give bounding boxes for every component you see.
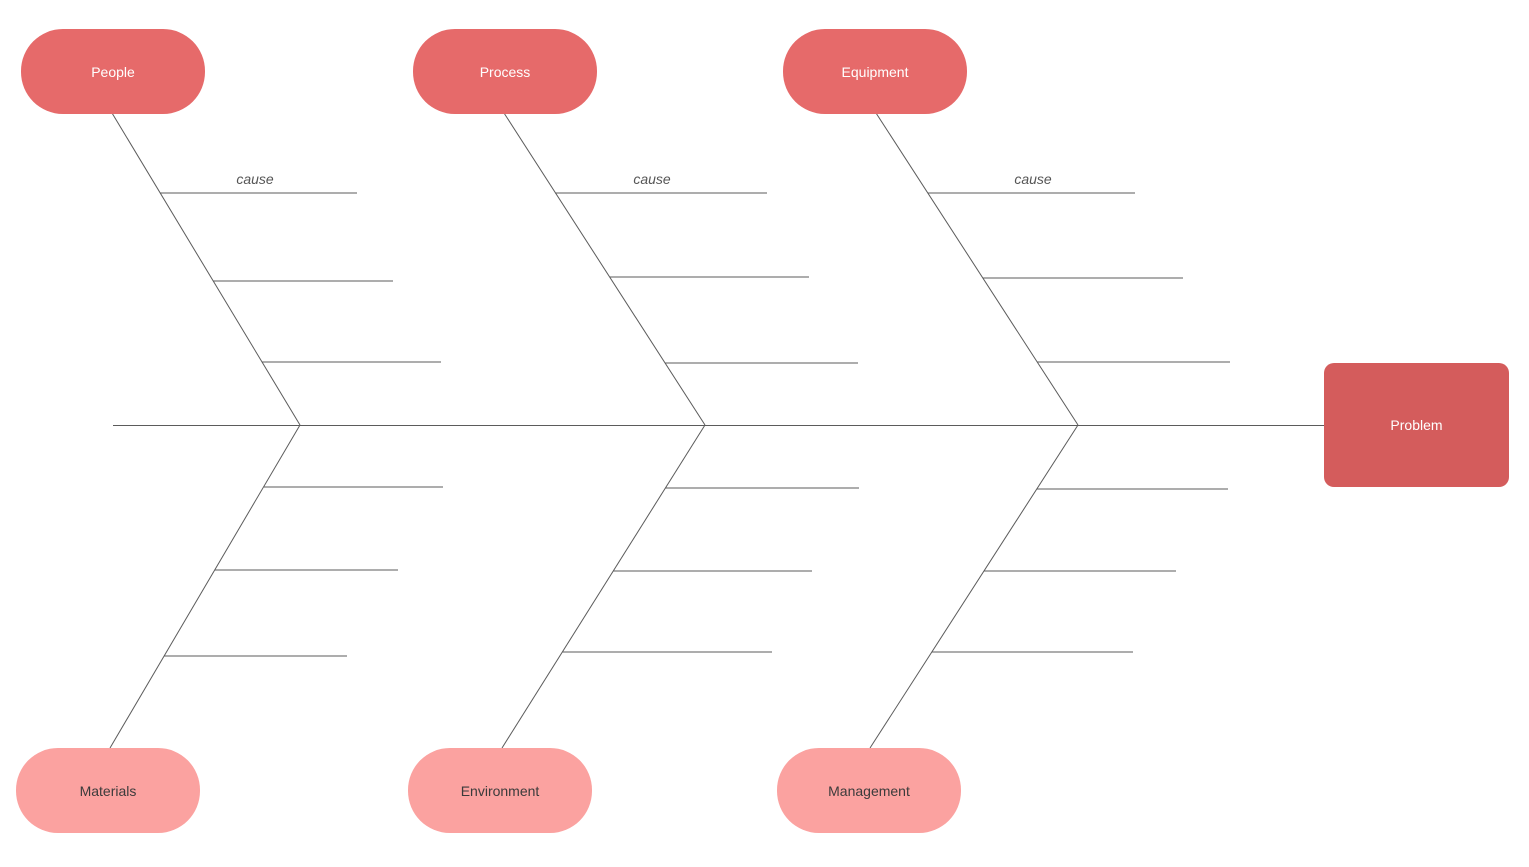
problem-node[interactable]: Problem (1324, 363, 1509, 487)
category-node-process[interactable]: Process (413, 29, 597, 114)
category-label-process: Process (479, 63, 531, 80)
category-node-environment[interactable]: Environment (408, 748, 592, 833)
bone-management[interactable] (869, 424, 1079, 749)
bone-equipment[interactable] (875, 112, 1079, 426)
cause-label-people[interactable]: cause (236, 171, 274, 187)
category-node-people[interactable]: People (21, 29, 205, 114)
category-label-materials: Materials (79, 782, 137, 799)
problem-label: Problem (1390, 417, 1443, 433)
category-node-management[interactable]: Management (777, 748, 961, 833)
bone-process[interactable] (503, 112, 706, 426)
category-label-people: People (91, 63, 135, 80)
category-node-materials[interactable]: Materials (16, 748, 200, 833)
category-label-equipment: Equipment (841, 63, 909, 80)
bone-environment[interactable] (501, 424, 706, 749)
category-label-management: Management (828, 782, 910, 799)
cause-label-equipment[interactable]: cause (1014, 171, 1052, 187)
bone-materials[interactable] (109, 424, 301, 749)
cause-label-process[interactable]: cause (633, 171, 671, 187)
bone-people[interactable] (111, 112, 301, 426)
category-node-equipment[interactable]: Equipment (783, 29, 967, 114)
category-label-environment: Environment (460, 782, 540, 799)
